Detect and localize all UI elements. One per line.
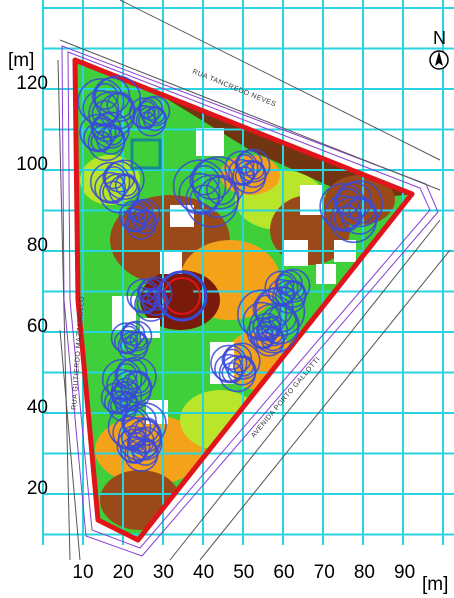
hotspot-cluster [246,315,289,357]
x-axis-ticks: 10 20 30 40 50 60 70 80 90 [72,562,415,583]
y-tick-label: 60 [27,316,48,337]
hotspot-clusters [77,75,384,472]
y-axis-ticks: 20 40 60 80 100 120 [16,73,48,499]
x-tick-label: 60 [273,562,294,583]
site-boundary [72,57,415,543]
hotspot-cluster [126,276,173,322]
x-tick-label: 70 [314,562,335,583]
hotspot-cluster [79,111,130,162]
hotspot-cluster [110,320,153,362]
x-tick-label: 20 [113,562,134,583]
north-arrow-icon: N [429,28,449,70]
x-tick-label: 80 [354,562,375,583]
hotspot-cluster [224,148,271,194]
marker-square [130,138,162,170]
hotspot-cluster [118,198,161,240]
svg-text:N: N [433,28,446,48]
x-tick-label: 90 [394,562,415,583]
hotspot-cluster [116,426,163,472]
hotspot-cluster [128,95,171,137]
hotspot-cluster [210,342,261,393]
y-tick-label: 100 [16,154,48,175]
x-tick-label: 50 [233,562,254,583]
x-tick-label: 10 [72,562,93,583]
x-unit-label: [m] [422,574,448,595]
y-tick-label: 20 [27,478,48,499]
parcel-lines [57,0,451,561]
x-tick-label: 40 [193,562,214,583]
y-tick-label: 120 [16,73,48,94]
y-tick-label: 40 [27,397,48,418]
grid-lines [42,0,454,545]
y-tick-label: 80 [27,235,48,256]
hotspot-cluster [319,180,384,244]
x-tick-label: 30 [153,562,174,583]
y-unit-label: [m] [8,50,34,71]
hotspot-cluster [100,380,143,422]
